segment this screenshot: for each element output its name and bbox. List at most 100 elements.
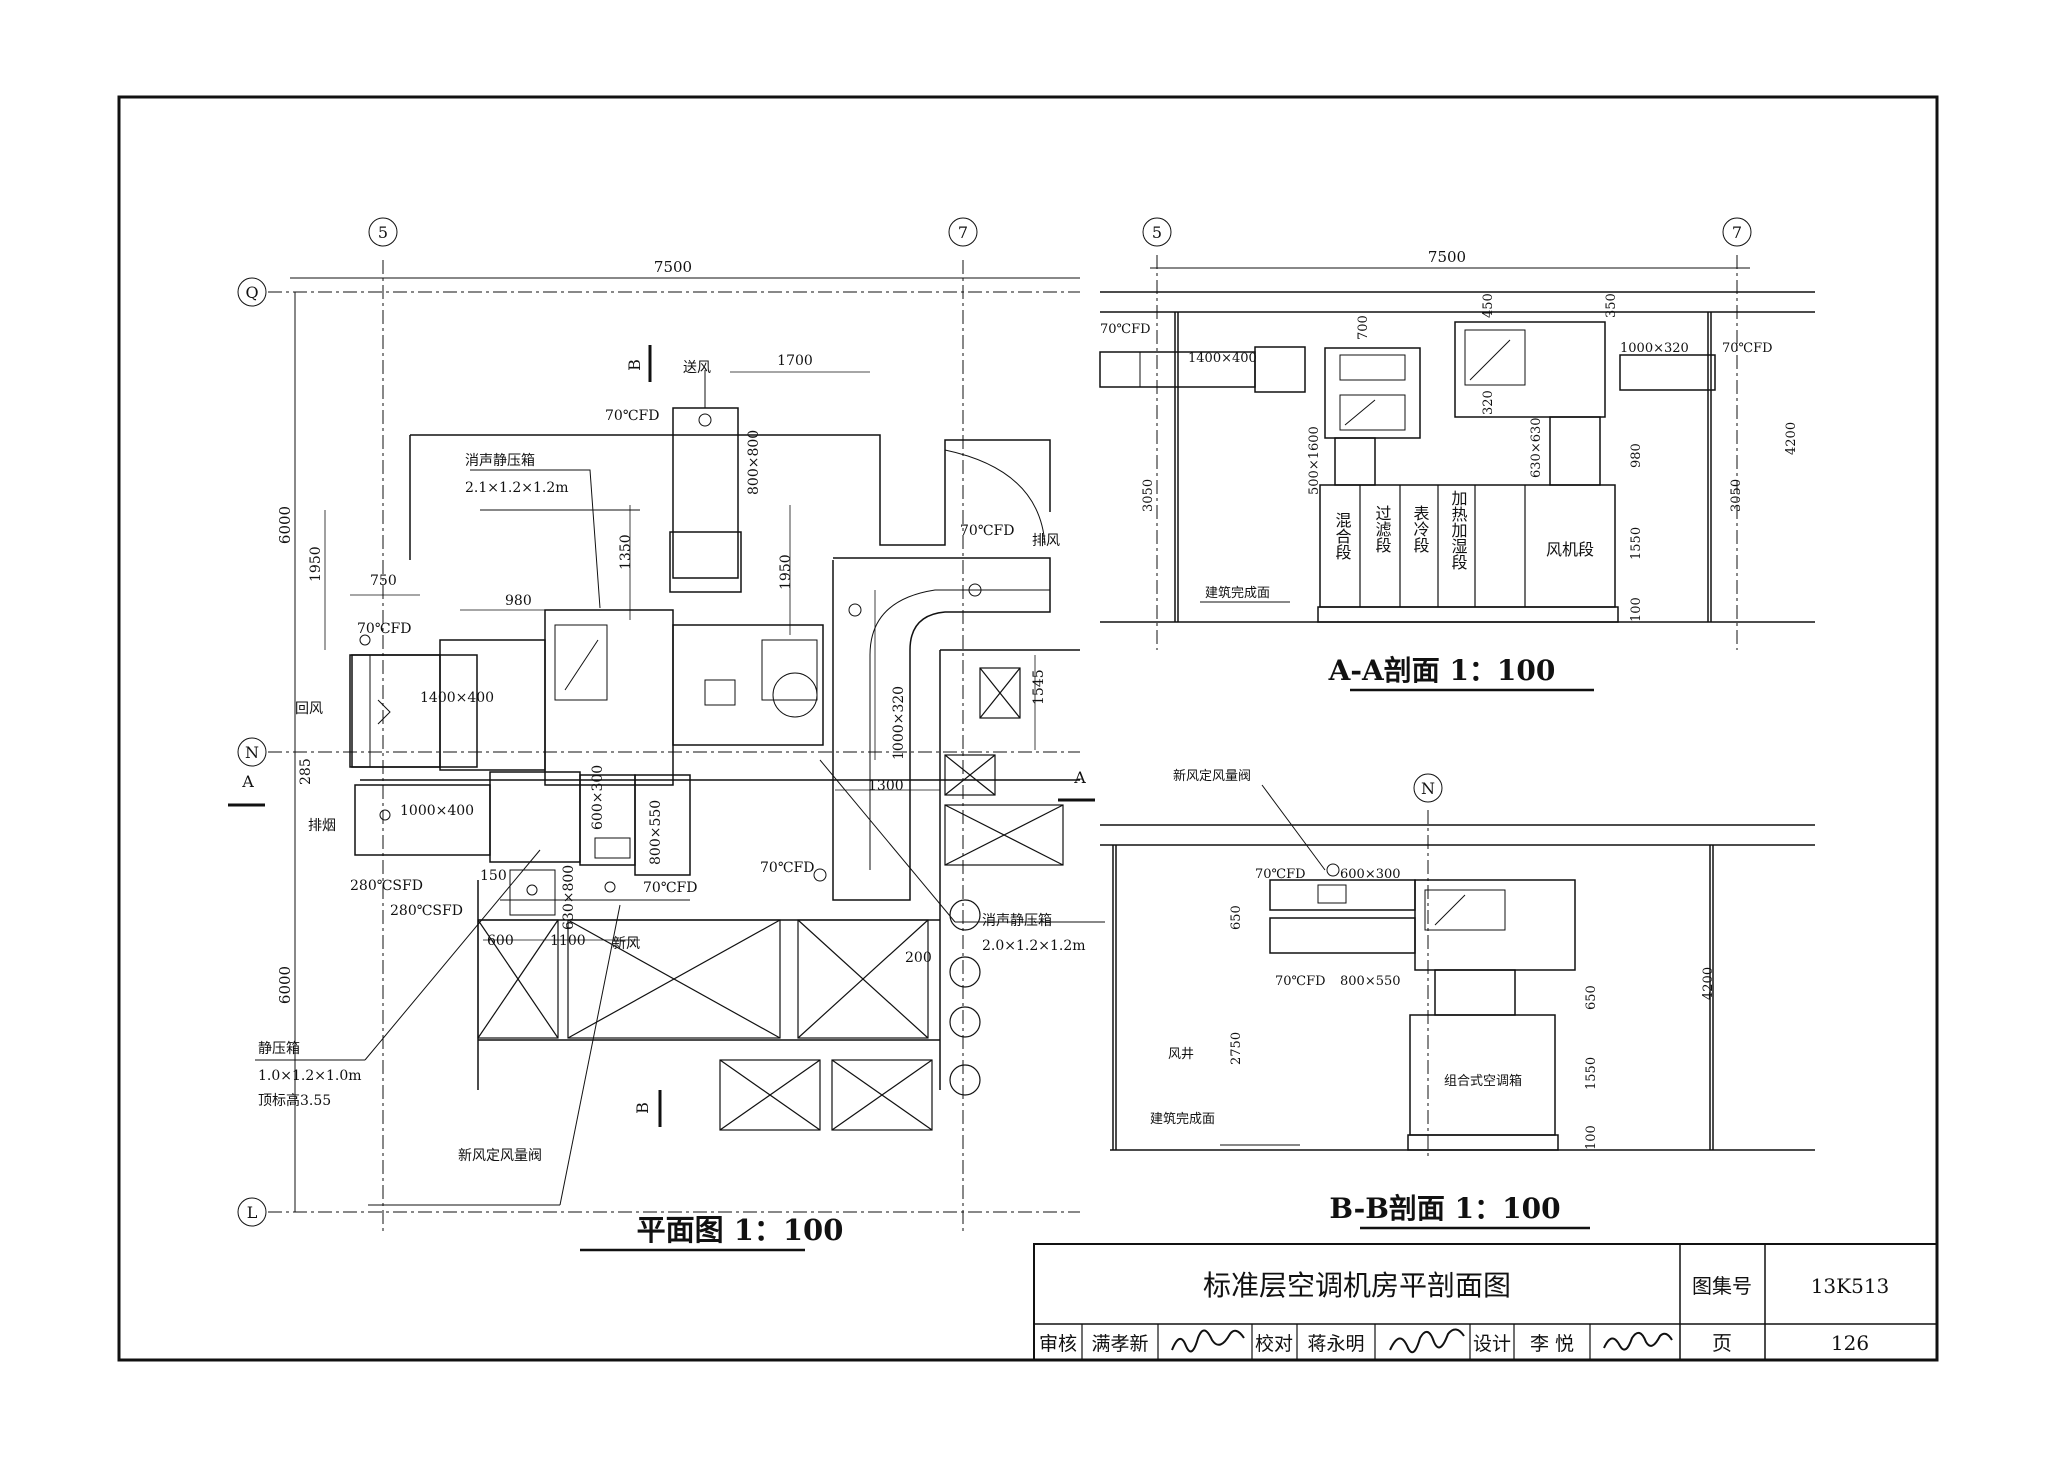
atlas-number-label: 图集号 [1692,1274,1752,1298]
label-duct-1000x400: 1000×400 [400,803,474,819]
label-supply-air: 送风 [683,360,711,376]
dim-1700: 1700 [777,353,813,369]
designer-signature [1603,1331,1673,1351]
dim-750: 750 [370,573,397,589]
bb-label-fresh-air-damper: 新风定风量阀 [1173,768,1251,784]
label-fd70-exhaust: 70℃FD [960,523,1014,539]
ahu-segment-heating-humidifying: 加热加湿段 [1449,490,1468,570]
aa-axis-label-7: 7 [1732,223,1742,242]
ahu-segment-mixing: 混合段 [1333,512,1352,560]
dim-600: 600 [487,933,514,949]
aa-dim-3050-left: 3050 [1141,479,1156,512]
aa-label-fd70-left: 70℃FD [1100,322,1151,337]
aa-dim-700: 700 [1356,315,1371,340]
dim-6000-upper: 6000 [276,506,294,544]
aa-dim-7500: 7500 [1428,248,1466,266]
dim-1100: 1100 [550,933,586,949]
bb-label-ahu: 组合式空调箱 [1444,1073,1522,1089]
plan-view-title: 平面图 1：100 [637,1213,844,1247]
aa-dim-350: 350 [1604,293,1619,318]
sheet-border [117,95,1939,1362]
bb-label-duct-600x300: 600×300 [1340,867,1401,882]
bb-axis-label-n: N [1421,779,1435,798]
aa-dim-630x630: 630×630 [1529,417,1544,478]
aa-label-duct-1400x400: 1400×400 [1188,351,1257,366]
axis-bubble-q [237,277,267,307]
aa-dim-100: 100 [1629,597,1644,622]
label-fd280-b: 280℃SFD [390,903,463,919]
axis-bubble-5 [368,217,398,247]
section-bb-title: B-B剖面 1：100 [1329,1192,1560,1225]
page-label: 页 [1712,1331,1732,1355]
label-plenum-top-level: 顶标高3.55 [258,1092,331,1109]
label-exhaust-air: 排风 [1032,533,1060,549]
axis-label-7: 7 [958,223,968,242]
label-duct-1400x400: 1400×400 [420,690,494,706]
label-fd70-fresh: 70℃FD [643,880,697,896]
reviewer-name: 满孝新 [1091,1333,1148,1355]
bb-label-fd70-lower: 70℃FD [1275,974,1326,989]
axis-label-5: 5 [378,223,388,242]
dim-1350: 1350 [618,534,634,570]
dim-1950-left: 1950 [308,546,324,582]
aa-label-duct-1000x320: 1000×320 [1620,341,1689,356]
axis-bubble-7 [948,217,978,247]
designer-name: 李 悦 [1530,1333,1574,1355]
dim-7500: 7500 [654,258,692,276]
bb-label-duct-800x550: 800×550 [1340,974,1401,989]
axis-bubble-l [237,1197,267,1227]
label-plenum-box: 静压箱 [258,1041,300,1057]
bb-dim-100: 100 [1584,1125,1599,1150]
label-duct-630x800: 630×800 [561,865,577,930]
section-marker-b-top: B [625,359,644,371]
label-duct-1000x320: 1000×320 [891,686,907,760]
bb-label-air-shaft: 风井 [1168,1047,1194,1062]
section-marker-b-bottom: B [633,1102,652,1114]
aa-label-floor: 建筑完成面 [1205,585,1270,601]
check-label: 校对 [1255,1333,1293,1355]
bb-dim-2750: 2750 [1229,1032,1244,1065]
label-fresh-air-damper: 新风定风量阀 [458,1148,542,1164]
aa-label-fd70-right: 70℃FD [1722,341,1773,356]
dim-200: 200 [905,950,932,966]
dim-6000-lower: 6000 [276,966,294,1004]
ahu-segment-cooling: 表冷段 [1411,505,1430,553]
bb-dim-650-lower: 650 [1584,985,1599,1010]
label-plenum-box-size: 1.0×1.2×1.0m [258,1068,362,1084]
atlas-number-value: 13K513 [1811,1274,1890,1298]
aa-axis-label-5: 5 [1152,223,1162,242]
label-muffler-box-1: 消声静压箱 [465,453,535,469]
section-marker-a-right: A [1073,768,1086,787]
label-muffler-box-2: 消声静压箱 [982,913,1052,929]
design-label: 设计 [1473,1333,1511,1355]
page-number: 126 [1831,1331,1869,1355]
drawing-title: 标准层空调机房平剖面图 [1203,1269,1511,1302]
label-fresh-air: 新风 [612,936,640,952]
dim-1545: 1545 [1031,669,1047,705]
axis-label-q: Q [245,283,258,302]
review-label: 审核 [1039,1333,1077,1355]
ahu-segment-filter: 过滤段 [1373,505,1392,553]
bb-label-floor: 建筑完成面 [1150,1111,1215,1127]
section-aa-view: 5 7 7500 [1099,217,1815,692]
bb-dim-1550: 1550 [1584,1057,1599,1090]
axis-label-l: L [247,1203,258,1222]
checker-name: 蒋永明 [1307,1333,1364,1355]
aa-dim-980: 980 [1629,443,1644,468]
axis-bubble-n [237,737,267,767]
label-muffler-box-2-size: 2.0×1.2×1.2m [982,938,1086,954]
dim-285: 285 [298,758,314,785]
aa-dim-450: 450 [1481,293,1496,318]
label-duct-800x550: 800×550 [648,800,664,865]
label-fd70-supply: 70℃FD [605,408,659,424]
dim-1300: 1300 [868,778,904,794]
label-fd70-return: 70℃FD [357,621,411,637]
title-block: 标准层空调机房平剖面图 图集号 13K513 页 126 审核 满孝新 校对 蒋… [1033,1243,1938,1361]
axis-label-n: N [245,743,259,762]
label-duct-800x800: 800×800 [746,430,762,495]
label-muffler-box-1-size: 2.1×1.2×1.2m [465,480,569,496]
bb-dim-650-upper: 650 [1229,905,1244,930]
section-marker-a-left: A [241,772,254,791]
